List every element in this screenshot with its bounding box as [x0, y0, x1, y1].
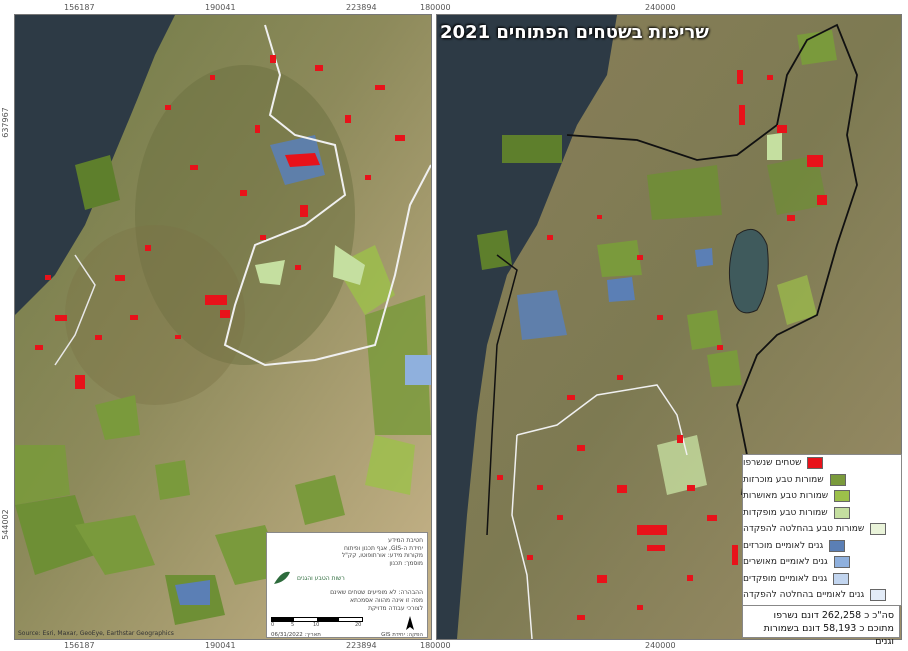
grid-label-bottom-1: 156187 — [64, 641, 95, 650]
reserve-area — [75, 155, 120, 210]
nature-authority-logo — [271, 569, 293, 587]
grid-label-bottom-2: 190041 — [205, 641, 236, 650]
scale-label-20: 20 — [355, 622, 362, 629]
source-attribution: Source: Esri, Maxar, GeoEye, Earthstar G… — [18, 630, 174, 637]
leaf-icon — [274, 572, 290, 585]
scale-label-10: 10 — [313, 622, 320, 629]
legend-swatch — [829, 539, 846, 552]
burned-areas — [35, 55, 405, 389]
legend: שטחים שנשרפו שמורות טבע מוכרזות שמורות ט… — [742, 454, 902, 606]
burned-areas-north — [497, 70, 827, 620]
grid-label-bottom-4: 180000 — [420, 641, 451, 650]
legend-item-reserve-declared: שמורות טבע מוכרזות — [743, 472, 901, 489]
legend-swatch — [833, 556, 850, 569]
credit-line-6: מפה זו אינה מהווה אסמכתא — [349, 596, 423, 604]
legend-item-burned: שטחים שנשרפו — [743, 455, 901, 472]
credit-line-5: ההבהרה: לא מופיעים שטחים שאינם — [330, 589, 423, 597]
credits-box: חטיבת המידע יחידת ה-GIS, אגף תכנון ופיתו… — [266, 532, 428, 638]
legend-swatch — [870, 523, 887, 536]
legend-item-park-deposited: גנים לאומיים מופקדים — [743, 571, 901, 588]
north-arrow-icon — [405, 616, 415, 632]
legend-swatch — [833, 506, 850, 519]
grid-label-side-2: 544002 — [0, 509, 10, 540]
map-title: שריפות בשטחים הפתוחים 2021 — [440, 22, 709, 43]
legend-swatch — [870, 589, 887, 602]
sea-area-north — [437, 15, 617, 639]
summary-box: סה"כ כ 262,258 דונם נשרפו מתוכם כ 58,193… — [742, 605, 900, 647]
legend-item-park-approved: גנים לאומיים מאושרים — [743, 554, 901, 571]
credit-line-4: מוסמך: תכנון — [389, 559, 423, 567]
grid-label-top-right: 240000 — [645, 3, 676, 12]
credit-line-7: לצורכי עבודה מדויקת — [368, 604, 423, 612]
credit-line-1: חטיבת המידע — [388, 537, 423, 544]
legend-item-park-declared: גנים לאומיים מוכרזים — [743, 538, 901, 555]
legend-swatch — [833, 572, 850, 585]
date-label: תאריך: 06/31/2022 — [271, 632, 321, 639]
grid-label-bottom-right: 240000 — [645, 641, 676, 650]
summary-protected: מתוכם כ 58,193 דונם בשמורות וגנים — [763, 623, 894, 647]
legend-swatch — [834, 490, 851, 503]
legend-item-reserve-approved: שמורות טבע מאושרות — [743, 488, 901, 505]
credit-line-2: יחידת ה-GIS, אגף תכנון ופיתוח — [343, 544, 423, 552]
prepared-by: הפקה: יחידת GIS — [381, 632, 423, 639]
scale-label-0: 0 — [271, 622, 275, 629]
scale-label-5: 5 — [291, 622, 295, 629]
summary-total: סה"כ כ 262,258 דונם נשרפו — [773, 610, 894, 621]
border-line — [223, 24, 431, 367]
grid-label-top-3: 223894 — [346, 3, 377, 12]
grid-label-top-2: 190041 — [205, 3, 236, 12]
scale-bar: 0 5 10 20 — [271, 617, 363, 631]
legend-swatch — [807, 457, 824, 470]
legend-item-reserve-decision: שמורות טבע בהחלטה להפקדה — [743, 521, 901, 538]
park-area — [517, 290, 567, 340]
grid-label-side-1: 637967 — [0, 107, 10, 138]
grid-label-top-4: 180000 — [420, 3, 451, 12]
legend-item-park-decision: גנים לאומיים בהחלטה להפקדה — [743, 587, 901, 604]
legend-item-reserve-deposited: שמורות טבע מופקדות — [743, 505, 901, 522]
border-line-north — [566, 23, 858, 496]
credit-line-3: מקורות מידע: אורתופוטו, קק"ל — [341, 552, 423, 560]
legend-swatch — [829, 473, 846, 486]
grid-label-top-1: 156187 — [64, 3, 95, 12]
logo-text: רשות הטבע והגנים — [297, 574, 345, 582]
lake-kinneret — [728, 228, 769, 314]
grid-label-bottom-3: 223894 — [346, 641, 377, 650]
